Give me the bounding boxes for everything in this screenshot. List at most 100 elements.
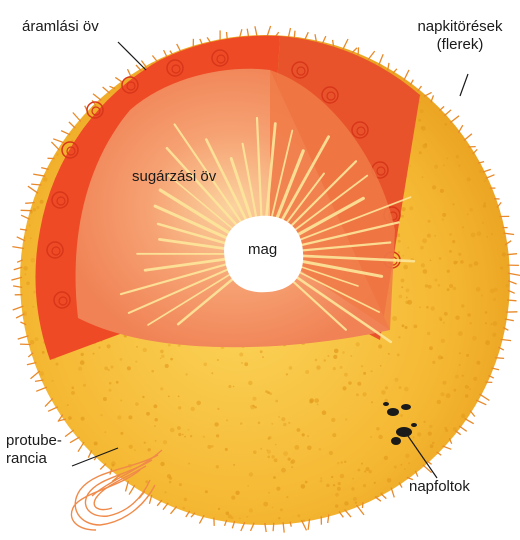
granule <box>267 450 271 454</box>
spicule <box>70 437 80 443</box>
label-prominence: protube- rancia <box>6 432 62 468</box>
granule <box>297 428 301 432</box>
granule <box>357 382 361 386</box>
granule <box>387 478 392 483</box>
granule <box>273 476 276 479</box>
granule <box>400 464 402 466</box>
granule <box>211 445 214 448</box>
granule <box>22 236 25 239</box>
granule <box>342 386 346 390</box>
granule <box>107 344 111 348</box>
granule <box>401 279 405 283</box>
granule <box>288 458 291 461</box>
granule <box>370 436 372 438</box>
granule <box>398 251 400 253</box>
granule <box>384 456 388 460</box>
granule <box>470 322 472 324</box>
granule <box>35 337 39 341</box>
granule <box>344 501 348 505</box>
spicule <box>450 116 459 123</box>
granule <box>449 250 452 253</box>
granule <box>111 461 116 466</box>
granule <box>422 238 427 243</box>
granule <box>363 392 367 396</box>
granule <box>421 126 426 131</box>
granule <box>109 389 112 392</box>
granule <box>103 397 107 401</box>
granule <box>267 391 270 394</box>
granule <box>456 155 459 158</box>
spicule <box>31 371 40 379</box>
granule <box>441 392 445 396</box>
granule <box>33 208 36 211</box>
granule <box>441 339 445 343</box>
granule <box>494 288 498 292</box>
granule <box>40 200 44 204</box>
granule <box>420 109 424 113</box>
granule <box>216 465 219 468</box>
granule <box>248 381 252 385</box>
granule <box>427 234 431 238</box>
granule <box>81 417 85 421</box>
granule <box>80 360 85 365</box>
granule <box>356 342 360 346</box>
granule <box>163 440 167 444</box>
granule <box>402 324 405 327</box>
granule <box>260 350 263 353</box>
granule <box>348 381 352 385</box>
granule <box>401 286 403 288</box>
granule <box>136 346 138 348</box>
granule <box>465 394 469 398</box>
granule <box>331 418 335 422</box>
granule <box>388 353 390 355</box>
granule <box>333 355 337 359</box>
granule <box>316 365 320 369</box>
granule <box>258 422 261 425</box>
granule <box>409 206 413 210</box>
granule <box>165 364 169 368</box>
granule <box>384 399 388 403</box>
granule <box>274 458 278 462</box>
granule <box>197 515 199 517</box>
spicule <box>495 358 504 359</box>
granule <box>428 220 431 223</box>
granule <box>408 462 410 464</box>
granule <box>446 393 451 398</box>
granule <box>160 462 164 466</box>
granule <box>442 218 445 221</box>
granule <box>465 385 469 389</box>
granule <box>338 482 341 485</box>
granule <box>455 375 459 379</box>
granule <box>399 386 402 389</box>
granule <box>128 415 132 419</box>
granule <box>104 366 108 370</box>
granule <box>422 144 427 149</box>
granule <box>493 321 498 326</box>
granule <box>364 470 366 472</box>
granule <box>177 426 181 430</box>
granule <box>329 451 333 455</box>
granule <box>23 311 28 316</box>
granule <box>366 467 370 471</box>
granule <box>211 372 213 374</box>
granule <box>452 240 455 243</box>
granule <box>271 423 273 425</box>
spicule <box>48 407 58 411</box>
granule <box>145 480 148 483</box>
granule <box>407 247 409 249</box>
granule <box>444 312 448 316</box>
granule <box>355 502 357 504</box>
granule <box>305 370 309 374</box>
granule <box>491 233 493 235</box>
granule <box>56 363 59 366</box>
granule <box>127 366 131 370</box>
granule <box>218 508 220 510</box>
granule <box>146 412 150 416</box>
spicule <box>65 430 74 437</box>
granule <box>466 354 469 357</box>
granule <box>31 258 36 263</box>
granule <box>226 419 228 421</box>
granule <box>432 361 435 364</box>
granule <box>170 358 173 361</box>
